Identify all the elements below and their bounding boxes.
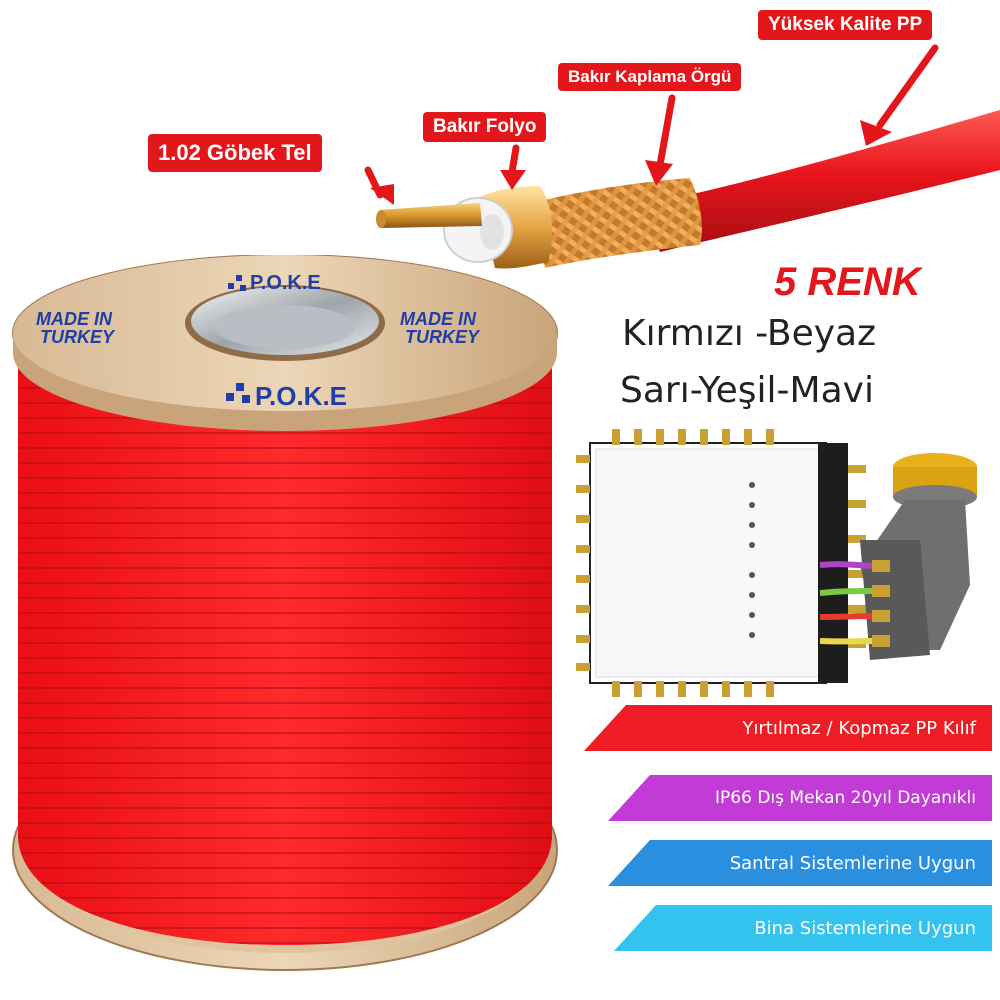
foil-label: Bakır Folyo <box>423 112 547 142</box>
pp-jacket <box>640 110 1000 252</box>
cable-diagram <box>364 44 1000 269</box>
feature-text: Bina Sistemlerine Uygun <box>754 917 976 939</box>
svg-text:TURKEY: TURKEY <box>405 327 481 347</box>
feature-banner-pp-jacket: Yırtılmaz / Kopmaz PP Kılıf <box>584 705 992 751</box>
core-label: 1.02 Göbek Tel <box>148 134 322 172</box>
cable-spool-image: MADE IN TURKEY MADE IN TURKEY P.O.K.E P.… <box>12 255 558 971</box>
svg-text:TURKEY: TURKEY <box>40 327 116 347</box>
color-list-line2: Sarı-Yeşil-Mavi <box>620 370 874 411</box>
svg-text:MADE IN: MADE IN <box>400 309 477 329</box>
svg-text:P.O.K.E: P.O.K.E <box>255 381 347 411</box>
feature-text: Santral Sistemlerine Uygun <box>729 852 976 874</box>
color-count-title: 5 RENK <box>774 260 921 304</box>
feature-text: Yırtılmaz / Kopmaz PP Kılıf <box>742 717 976 739</box>
jacket-label: Yüksek Kalite PP <box>758 10 933 40</box>
feature-banner-building-systems: Bina Sistemlerine Uygun <box>614 905 992 951</box>
color-list-line1: Kırmızı -Beyaz <box>622 313 877 354</box>
braid-label: Bakır Kaplama Örgü <box>558 63 742 91</box>
feature-banner-central-systems: Santral Sistemlerine Uygun <box>608 840 992 886</box>
feature-text: IP66 Dış Mekan 20yıl Dayanıklı <box>715 788 976 808</box>
svg-text:P.O.K.E: P.O.K.E <box>250 272 321 294</box>
made-in-left: MADE IN <box>36 309 113 329</box>
core-wire <box>380 203 482 228</box>
lnb-icon <box>820 453 977 660</box>
copper-braid <box>525 178 702 268</box>
feature-banner-ip66: IP66 Dış Mekan 20yıl Dayanıklı <box>608 775 992 821</box>
